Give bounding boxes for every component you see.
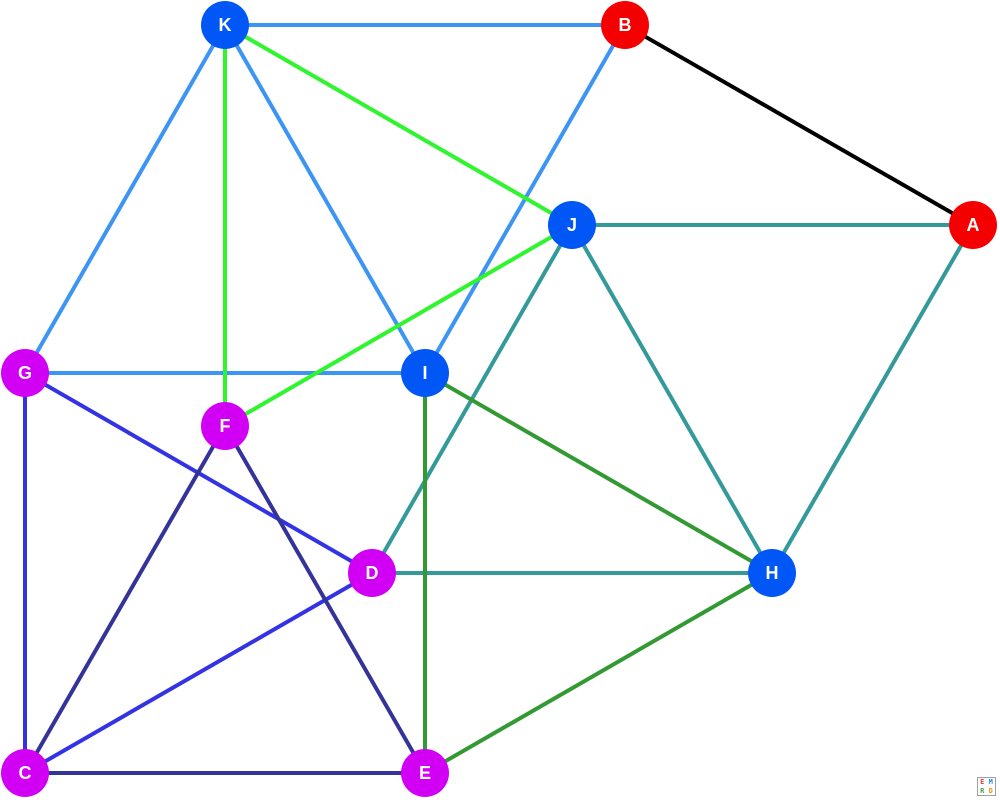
logo-letter: E — [980, 778, 985, 786]
node-h: H — [748, 549, 796, 597]
edges-layer — [23, 23, 975, 775]
node-circle — [1, 749, 49, 797]
edge-f-e — [223, 425, 427, 774]
edge-a-h — [770, 223, 975, 575]
node-b: B — [601, 1, 649, 49]
node-label: J — [567, 215, 577, 235]
node-label: H — [766, 563, 779, 583]
node-label: D — [366, 563, 379, 583]
node-circle — [548, 201, 596, 249]
node-label: K — [219, 15, 232, 35]
node-a: A — [949, 201, 997, 249]
node-j: J — [548, 201, 596, 249]
edge-k-i — [223, 24, 427, 374]
node-c: C — [1, 749, 49, 797]
node-circle — [1, 349, 49, 397]
node-circle — [348, 549, 396, 597]
node-circle — [401, 749, 449, 797]
edge-h-e — [424, 571, 773, 775]
node-label: E — [419, 763, 431, 783]
node-i: I — [401, 349, 449, 397]
app-logo: E M R D — [977, 777, 996, 796]
edge-k-g — [23, 24, 227, 374]
node-label: B — [619, 15, 632, 35]
logo-letter: D — [988, 786, 993, 795]
node-circle — [949, 201, 997, 249]
node-circle — [748, 549, 796, 597]
node-label: C — [19, 763, 32, 783]
node-circle — [201, 402, 249, 450]
node-label: F — [220, 416, 231, 436]
node-g: G — [1, 349, 49, 397]
edge-f-c — [23, 425, 227, 774]
node-e: E — [401, 749, 449, 797]
logo-letter: R — [980, 786, 985, 795]
edge-i-h — [424, 371, 773, 575]
edge-d-c — [24, 571, 373, 775]
node-k: K — [201, 1, 249, 49]
logo-letter: M — [988, 778, 993, 786]
node-d: D — [348, 549, 396, 597]
edge-k-j — [224, 23, 573, 227]
node-label: I — [422, 363, 427, 383]
node-f: F — [201, 402, 249, 450]
edge-b-a — [624, 23, 974, 227]
node-label: A — [967, 215, 980, 235]
node-circle — [201, 1, 249, 49]
node-circle — [601, 1, 649, 49]
edge-j-f — [223, 223, 574, 428]
edge-j-h — [570, 224, 774, 574]
node-label: G — [18, 363, 32, 383]
node-circle — [401, 349, 449, 397]
